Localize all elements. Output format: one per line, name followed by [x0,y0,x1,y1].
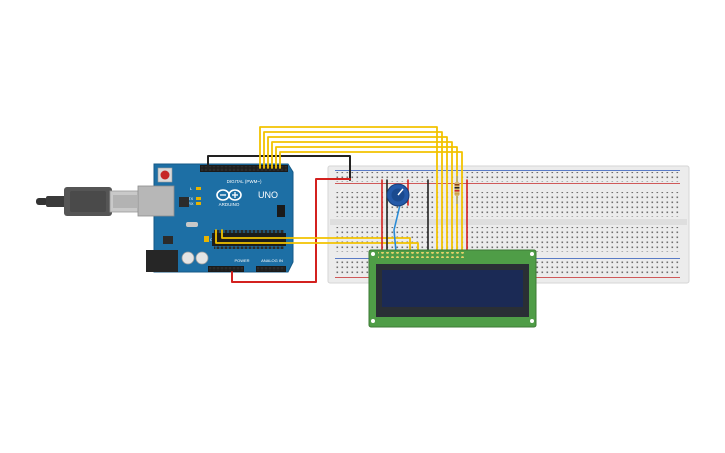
lcd-pin-header[interactable] [378,252,466,258]
wire-gnd[interactable] [207,155,351,181]
jumper-blue[interactable] [393,204,401,253]
usb-cable[interactable] [36,187,141,216]
power-jack [146,250,178,272]
wire-d2[interactable] [279,151,463,253]
wire-5v[interactable] [231,178,351,283]
wires [207,126,468,283]
lcd-mount-hole-br [530,319,534,323]
capacitor-2 [195,251,209,265]
analog-label: ANALOG IN [261,258,283,263]
led-tx [196,197,201,200]
pot-knob-indicator [397,188,404,196]
power-label: POWER [234,258,249,263]
wire-d5[interactable] [267,136,448,253]
regulator-chip [163,236,173,244]
lcd-screen [382,270,523,307]
top-power-rail[interactable] [335,172,680,182]
digital-label: DIGITAL (PWM~) [227,179,262,184]
led-label-tx: TX [188,196,193,201]
wire-d11[interactable] [263,131,443,253]
capacitor-1 [181,251,195,265]
potentiometer[interactable] [386,183,410,207]
brand-label: ARDUINO [219,202,240,207]
lcd-mount-hole-tr [530,252,534,256]
power-led [204,236,209,242]
lower-terminal-strip[interactable] [335,227,680,252]
lcd-mount-hole-bl [371,319,375,323]
usb-chip [179,197,189,207]
led-label-l: L [190,186,193,191]
led-label-rx: RX [188,201,194,206]
arduino-logo-icon [216,189,242,201]
icsp-header [277,205,285,217]
arduino-uno-board[interactable]: DIGITAL (PWM~) ARDUINO UNO L TX RX ON [137,163,294,273]
reset-button[interactable] [160,170,170,180]
lcd-16x2[interactable] [368,249,537,328]
wire-d12[interactable] [259,126,438,253]
led-l [196,187,201,190]
crystal [186,222,198,227]
usb-port [137,185,175,217]
resistor[interactable] [454,176,460,204]
wire-rs[interactable] [215,229,419,253]
model-label: UNO [258,190,278,200]
wire-en[interactable] [221,229,411,253]
wire-d4[interactable] [271,141,453,253]
lcd-mount-hole-tl [371,252,375,256]
led-rx [196,202,201,205]
atmega-chip [212,233,286,246]
